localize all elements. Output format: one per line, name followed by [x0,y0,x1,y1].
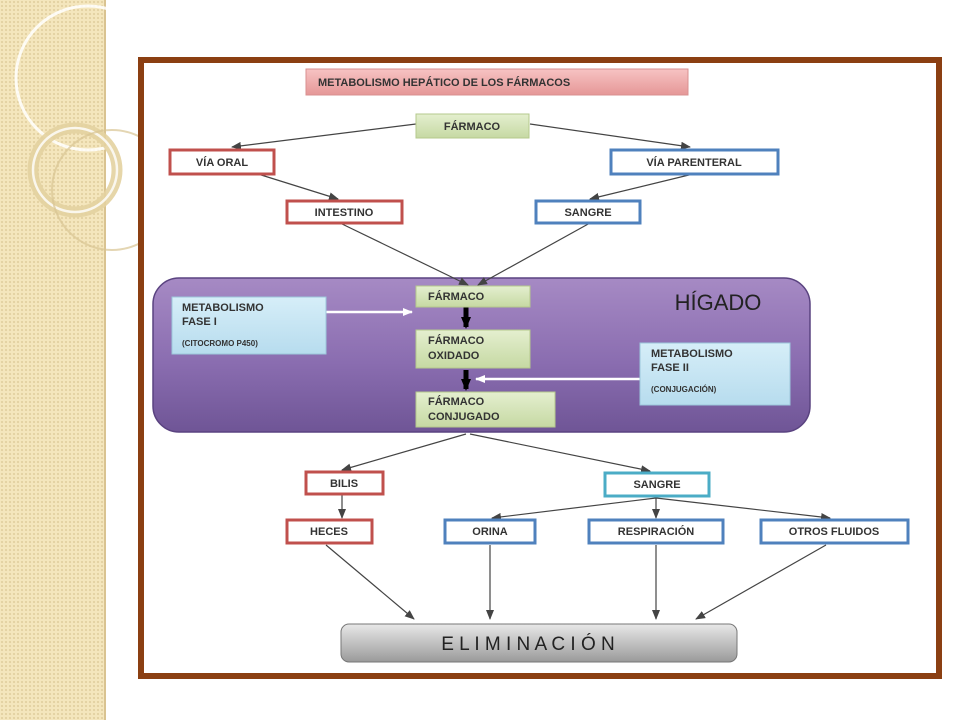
node-via-oral [168,148,276,176]
node-via-oral-label: VÍA ORAL [196,156,248,169]
node-fase1-label-3: (CITOCROMO P450) [182,339,258,348]
node-otros-fluidos-label: OTROS FLUIDOS [789,526,879,538]
node-otros-fluidos [759,518,910,545]
node-sangre-bottom-label: SANGRE [633,479,680,491]
node-fase2 [639,342,791,406]
node-farmaco-conjugado-label-1: FÁRMACO [428,395,485,408]
node-via-parenteral [609,148,780,176]
node-farmaco-conjugado-label-2: CONJUGADO [428,411,500,423]
node-fase2-label-2: FASE II [651,362,689,374]
diagram-title: METABOLISMO HEPÁTICO DE LOS FÁRMACOS [318,76,570,89]
node-respiracion-label: RESPIRACIÓN [618,525,694,538]
arrow-conjugado-to-bilis [341,433,467,472]
node-bilis-label: BILIS [330,478,358,490]
node-orina-label: ORINA [472,526,508,538]
title-box [305,68,689,96]
arrow-sangre-to-otros [655,497,831,521]
arrow-via-oral-to-intestino [257,173,339,201]
arrow-sangre-to-orina [491,497,657,521]
node-eliminacion-label: E L I M I N A C I Ó N [441,633,615,655]
decorative-circles [14,4,140,251]
sidebar-divider [104,0,106,720]
node-farmaco-liver-label: FÁRMACO [428,290,485,303]
arrow-conjugado-to-sangre [469,433,651,474]
arrow-farmaco-to-via-parenteral [529,123,691,150]
node-intestino-label: INTESTINO [315,207,374,219]
node-fase1-label-2: FASE I [182,316,217,328]
arrow-sangre-to-farmaco [477,222,591,286]
node-sangre-bottom [603,471,711,498]
node-heces [285,518,374,545]
arrow-farmaco-to-via-oral [231,123,417,150]
node-intestino [285,199,404,225]
node-farmaco-top-label: FÁRMACO [444,120,501,133]
node-via-parenteral-label: VÍA PARENTERAL [646,156,742,169]
node-fase1-label-1: METABOLISMO [182,302,264,314]
node-fase1 [171,296,327,355]
arrow-otros-to-eliminacion [695,544,827,620]
arrow-intestino-to-farmaco [339,222,469,286]
arrow-heces-to-eliminacion [325,544,415,620]
node-farmaco-top [415,113,530,139]
node-sangre-top-label: SANGRE [564,207,611,219]
node-eliminacion [340,623,738,663]
node-farmaco-oxidado [415,329,531,369]
liver-label: HÍGADO [675,290,762,315]
node-farmaco-oxidado-label-1: FÁRMACO [428,334,485,347]
node-farmaco-oxidado-label-2: OXIDADO [428,350,480,362]
node-sangre-top [534,199,642,225]
node-orina [443,518,537,545]
node-farmaco-conjugado [415,391,556,428]
decorative-sidebar [0,0,104,720]
node-fase2-label-1: METABOLISMO [651,348,733,360]
connectors [231,123,831,620]
node-bilis [304,470,385,496]
node-farmaco-liver [415,285,531,308]
arrow-via-parenteral-to-sangre [589,173,694,201]
node-heces-label: HECES [310,526,348,538]
node-respiracion [587,518,725,545]
node-fase2-label-3: (CONJUGACIÓN) [651,385,717,394]
